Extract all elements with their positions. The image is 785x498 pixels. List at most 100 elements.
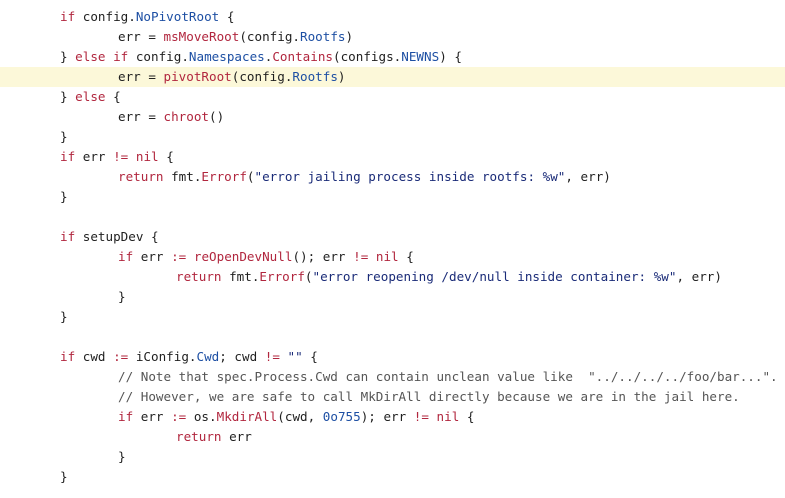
code-line-content: return fmt.Errorf("error reopening /dev/… — [176, 267, 722, 287]
code-token: Namespaces — [188, 49, 265, 64]
code-line[interactable]: // Note that spec.Process.Cwd can contai… — [0, 367, 785, 387]
code-token — [368, 249, 376, 264]
code-token: 0o755 — [322, 409, 361, 424]
code-token: fmt. — [163, 169, 202, 184]
code-line[interactable]: if cwd := iConfig.Cwd; cwd != "" { — [0, 347, 785, 367]
code-token: err — [133, 249, 172, 264]
code-line[interactable]: if err != nil { — [0, 147, 785, 167]
code-line-content: err = chroot() — [118, 107, 224, 127]
code-token: . — [264, 49, 273, 64]
code-line-content: } — [118, 287, 126, 307]
code-line-current[interactable]: err = pivotRoot(config.Rootfs) — [0, 67, 785, 87]
code-line[interactable]: } else if config.Namespaces.Contains(con… — [0, 47, 785, 67]
code-token: reOpenDevNull — [193, 249, 293, 264]
code-token: else — [75, 89, 106, 104]
code-line[interactable]: if config.NoPivotRoot { — [0, 7, 785, 27]
code-token: , err) — [565, 169, 611, 184]
code-line[interactable]: err = chroot() — [0, 107, 785, 127]
code-token: "" — [287, 349, 303, 364]
code-token: } — [118, 289, 126, 304]
code-token: (config. — [231, 69, 293, 84]
code-token: err = — [118, 109, 164, 124]
code-token: err — [221, 429, 252, 444]
code-token: } — [60, 469, 68, 484]
code-token: ( — [246, 169, 255, 184]
code-token: err = — [118, 29, 164, 44]
code-token: if — [118, 249, 134, 264]
code-line[interactable]: if setupDev { — [0, 227, 785, 247]
code-token: ) { — [439, 49, 462, 64]
code-line[interactable]: if err := reOpenDevNull(); err != nil { — [0, 247, 785, 267]
code-line[interactable] — [0, 327, 785, 347]
code-token: else if — [75, 49, 129, 64]
code-line-content: if err := reOpenDevNull(); err != nil { — [118, 247, 414, 267]
code-line[interactable]: } — [0, 467, 785, 487]
code-token: } — [60, 89, 76, 104]
code-token: // Note that spec.Process.Cwd can contai… — [118, 369, 778, 384]
code-line[interactable]: } — [0, 187, 785, 207]
code-token: ) — [337, 69, 346, 84]
code-line-content: if cwd := iConfig.Cwd; cwd != "" { — [60, 347, 318, 367]
code-token: return — [176, 429, 222, 444]
code-token: if — [60, 149, 76, 164]
code-line[interactable]: } — [0, 447, 785, 467]
code-token: nil — [375, 249, 399, 264]
code-token: if — [60, 349, 76, 364]
code-line[interactable] — [0, 207, 785, 227]
code-token: fmt. — [221, 269, 260, 284]
code-token: != — [413, 409, 429, 424]
code-token — [429, 409, 437, 424]
code-line[interactable]: } — [0, 287, 785, 307]
code-token: (config. — [239, 29, 300, 44]
code-line-content: // Note that spec.Process.Cwd can contai… — [118, 367, 778, 387]
code-token: := — [113, 349, 129, 364]
code-token: := — [171, 409, 187, 424]
code-token — [280, 349, 288, 364]
code-line[interactable]: return fmt.Errorf("error reopening /dev/… — [0, 267, 785, 287]
code-line[interactable]: } else { — [0, 87, 785, 107]
code-token: pivotRoot — [163, 69, 232, 84]
code-token: msMoveRoot — [163, 29, 240, 44]
code-line-content: } — [60, 187, 68, 207]
code-line[interactable]: // However, we are safe to call MkDirAll… — [0, 387, 785, 407]
code-token: err — [133, 409, 172, 424]
code-line-content: } else { — [60, 87, 121, 107]
code-token: { — [398, 249, 414, 264]
code-line-content: return fmt.Errorf("error jailing process… — [118, 167, 611, 187]
code-token: nil — [436, 409, 460, 424]
code-token: // However, we are safe to call MkDirAll… — [118, 389, 740, 404]
code-token: := — [171, 249, 187, 264]
code-line[interactable]: return err — [0, 427, 785, 447]
code-token: return — [176, 269, 222, 284]
code-token: chroot — [163, 109, 210, 124]
code-line-content: err = pivotRoot(config.Rootfs) — [118, 67, 346, 87]
code-line-content: } — [118, 447, 126, 467]
code-token: () — [209, 109, 225, 124]
code-line[interactable]: return fmt.Errorf("error jailing process… — [0, 167, 785, 187]
code-token: } — [118, 449, 126, 464]
code-token: os. — [186, 409, 217, 424]
code-token: Errorf — [259, 269, 305, 284]
code-token: ( — [304, 269, 313, 284]
code-token: NEWNS — [401, 49, 440, 64]
code-line-content: if err := os.MkdirAll(cwd, 0o755); err !… — [118, 407, 474, 427]
code-token — [128, 149, 136, 164]
code-token: { — [302, 349, 318, 364]
code-line-content: err = msMoveRoot(config.Rootfs) — [118, 27, 353, 47]
code-token: NoPivotRoot — [135, 9, 220, 24]
code-token: ) — [345, 29, 354, 44]
code-token: if — [60, 229, 76, 244]
code-token: cwd — [75, 349, 114, 364]
code-line-content: } — [60, 467, 68, 487]
code-token: (); err — [292, 249, 354, 264]
code-token: err — [75, 149, 114, 164]
code-line[interactable]: err = msMoveRoot(config.Rootfs) — [0, 27, 785, 47]
code-token: iConfig. — [128, 349, 197, 364]
code-token: != — [353, 249, 369, 264]
code-line[interactable]: if err := os.MkdirAll(cwd, 0o755); err !… — [0, 407, 785, 427]
code-line[interactable]: } — [0, 307, 785, 327]
code-line[interactable]: } — [0, 127, 785, 147]
code-token: (configs. — [333, 49, 402, 64]
code-token: { — [158, 149, 174, 164]
